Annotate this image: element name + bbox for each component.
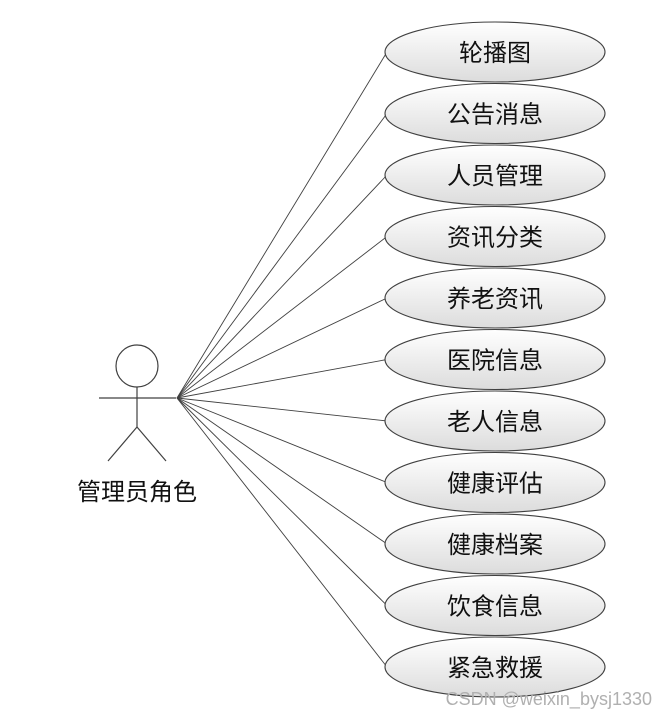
use-case-label: 轮播图: [459, 39, 531, 67]
stick-figure-actor-icon: [99, 344, 176, 462]
use-case-ellipse: [384, 144, 606, 206]
use-case-label: 紧急救援: [447, 654, 543, 682]
use-case-label: 医院信息: [447, 347, 543, 375]
use-case-label: 人员管理: [447, 162, 543, 190]
use-case-label: 资讯分类: [447, 224, 543, 252]
association-line: [176, 397, 388, 545]
use-case-ellipse: [384, 513, 606, 575]
association-line: [176, 397, 388, 606]
association-line: [176, 236, 388, 399]
actor: 管理员角色: [77, 344, 197, 506]
association-line: [176, 397, 388, 422]
use-case-ellipse: [384, 21, 606, 83]
association-line: [176, 51, 388, 399]
actor-label: 管理员角色: [77, 478, 197, 506]
use-case-label: 养老资讯: [447, 285, 543, 313]
association-lines: [176, 51, 388, 668]
use-case: 医院信息: [384, 328, 606, 391]
association-line: [176, 297, 388, 399]
use-case-label: 老人信息: [447, 408, 543, 436]
use-case: 公告消息: [384, 82, 606, 145]
use-case-label: 健康档案: [447, 531, 543, 559]
association-line: [176, 397, 388, 668]
use-case-label: 饮食信息: [447, 593, 543, 621]
use-case: 紧急救援: [384, 636, 606, 698]
use-case-label: 健康评估: [447, 470, 543, 498]
watermark: CSDN @weixin_bysj1330: [446, 689, 652, 710]
use-case-ellipse: [384, 636, 606, 698]
use-case-ellipse: [384, 205, 606, 268]
use-case: 老人信息: [384, 390, 606, 452]
use-case: 资讯分类: [384, 205, 606, 268]
association-line: [176, 397, 388, 483]
use-case: 养老资讯: [384, 267, 606, 329]
use-case-ellipse: [384, 267, 606, 329]
use-case: 轮播图: [384, 21, 606, 83]
association-line: [176, 113, 388, 399]
use-case-label: 公告消息: [447, 101, 543, 129]
use-case-ellipse: [384, 451, 606, 514]
use-case: 健康档案: [384, 513, 606, 575]
use-case-list: 轮播图公告消息人员管理资讯分类养老资讯医院信息老人信息健康评估健康档案饮食信息紧…: [384, 21, 606, 698]
use-case: 饮食信息: [384, 574, 606, 637]
use-case: 人员管理: [384, 144, 606, 206]
use-case: 健康评估: [384, 451, 606, 514]
use-case-ellipse: [384, 574, 606, 637]
use-case-ellipse: [384, 82, 606, 145]
use-case-ellipse: [384, 328, 606, 391]
association-line: [176, 174, 388, 399]
use-case-ellipse: [384, 390, 606, 452]
association-line: [176, 359, 388, 399]
